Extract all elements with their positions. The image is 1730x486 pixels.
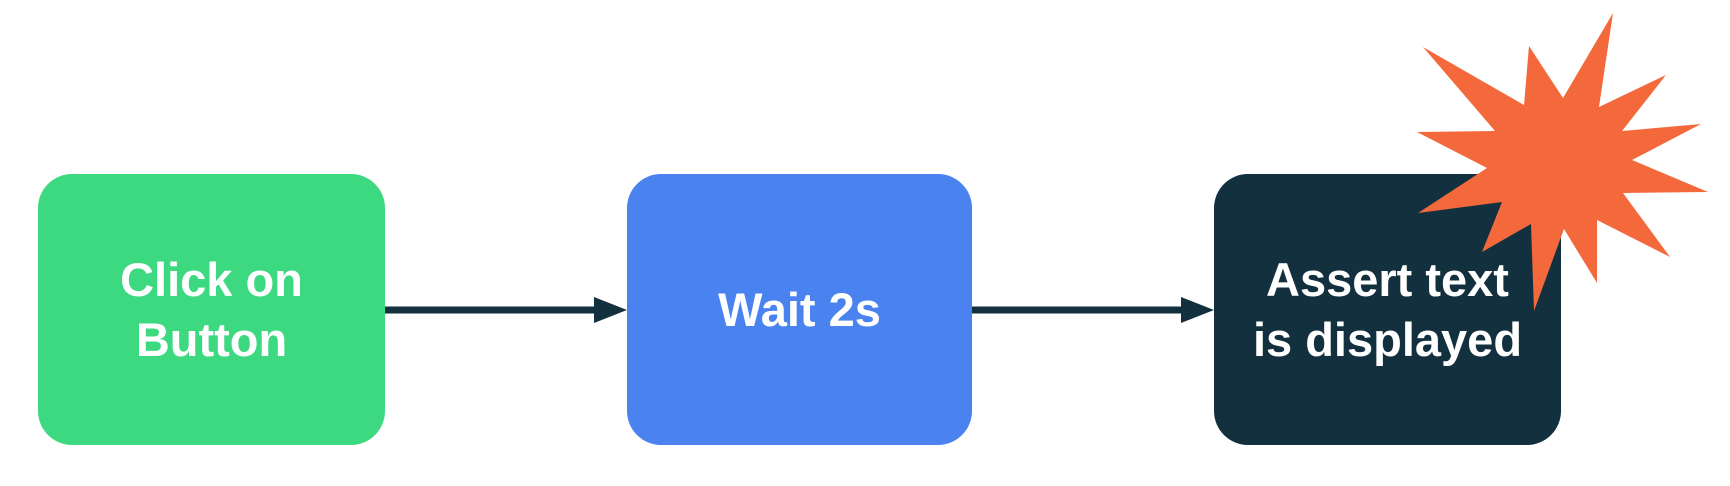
node-wait-2s: [627, 174, 972, 445]
node-click-on-button: [38, 174, 385, 445]
explosion-burst-icon: [1417, 13, 1708, 311]
connector-arrow-2: [972, 297, 1214, 323]
connector-arrow-1: [385, 297, 627, 323]
node-assert-text-is-displayed: [1214, 174, 1561, 445]
arrow-head-icon: [1181, 297, 1214, 323]
arrow-head-icon: [594, 297, 627, 323]
